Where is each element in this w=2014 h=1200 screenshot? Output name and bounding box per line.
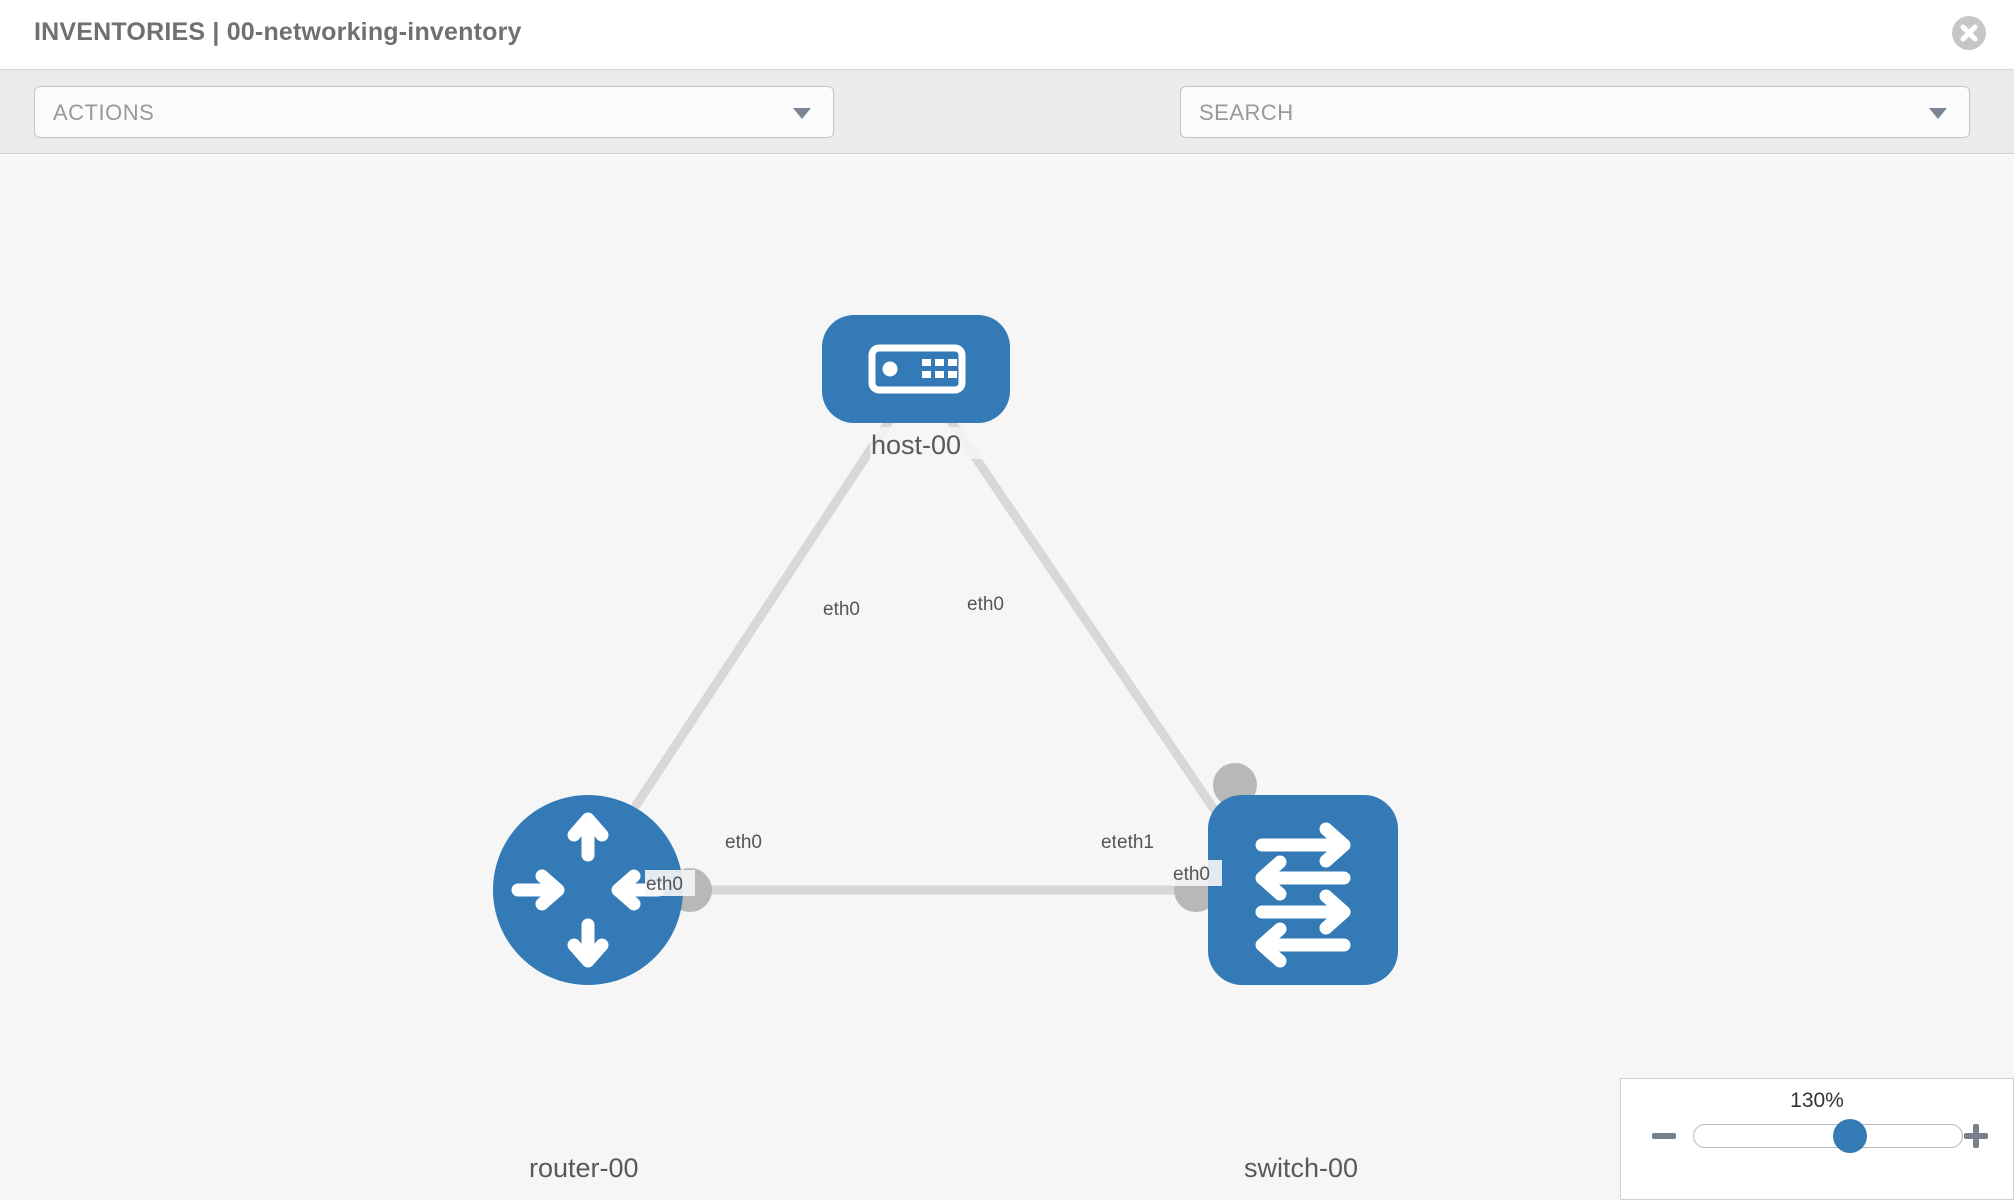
- zoom-level-value: 130%: [1790, 1089, 1844, 1112]
- iface-router-upper: eth0: [646, 874, 683, 895]
- plus-icon: [1964, 1124, 1988, 1148]
- topology-graph: host-00 router-00: [493, 315, 1398, 1183]
- zoom-control-panel: 130%: [1620, 1078, 2014, 1200]
- actions-dropdown[interactable]: ACTIONS: [34, 86, 834, 138]
- node-switch-00-shape[interactable]: [1208, 795, 1398, 985]
- link-host-switch[interactable]: [946, 417, 1249, 858]
- link-host-router[interactable]: [596, 417, 894, 863]
- node-router-00-label: router-00: [529, 1153, 639, 1183]
- server-icon: [868, 344, 966, 394]
- iface-host-right: eth0: [967, 594, 1004, 615]
- topology-canvas[interactable]: host-00 router-00: [0, 155, 2014, 1200]
- node-router-00[interactable]: router-00: [493, 795, 683, 1183]
- minus-icon: [1652, 1133, 1676, 1139]
- node-host-00-label: host-00: [871, 430, 961, 460]
- page-header: INVENTORIES | 00-networking-inventory: [0, 0, 2014, 70]
- iface-switch-upper: eth0: [1173, 864, 1210, 885]
- zoom-out-button[interactable]: [1649, 1121, 1679, 1151]
- zoom-slider-thumb[interactable]: [1833, 1119, 1867, 1153]
- iface-router-right: eth0: [725, 832, 762, 853]
- toolbar: ACTIONS SEARCH: [0, 70, 2014, 193]
- switch-arrows-icon: [1255, 822, 1351, 968]
- node-switch-00-label: switch-00: [1244, 1153, 1358, 1183]
- node-switch-00[interactable]: switch-00: [1208, 795, 1398, 1183]
- node-host-00-shape[interactable]: [822, 315, 1010, 423]
- search-input[interactable]: SEARCH: [1180, 86, 1970, 138]
- iface-host-left: eth0: [823, 599, 860, 620]
- node-host-00[interactable]: host-00: [822, 315, 1012, 460]
- page-title: INVENTORIES | 00-networking-inventory: [34, 18, 522, 46]
- search-placeholder-label: SEARCH: [1199, 100, 1294, 125]
- iface-switch-left: eth1: [1117, 832, 1154, 853]
- zoom-slider-track[interactable]: [1693, 1124, 1963, 1148]
- node-router-00-shape[interactable]: [493, 795, 683, 985]
- close-icon: [1960, 24, 1978, 42]
- close-button[interactable]: [1952, 16, 1986, 50]
- actions-dropdown-label: ACTIONS: [53, 100, 155, 125]
- zoom-in-button[interactable]: [1961, 1121, 1991, 1151]
- chevron-down-icon[interactable]: [1929, 108, 1947, 119]
- link-layer: [596, 417, 1249, 895]
- interface-label-layer: eth0 eth0 eth0 eth0 eth0 eth0 eth1: [645, 590, 1222, 896]
- chevron-down-icon: [793, 108, 811, 119]
